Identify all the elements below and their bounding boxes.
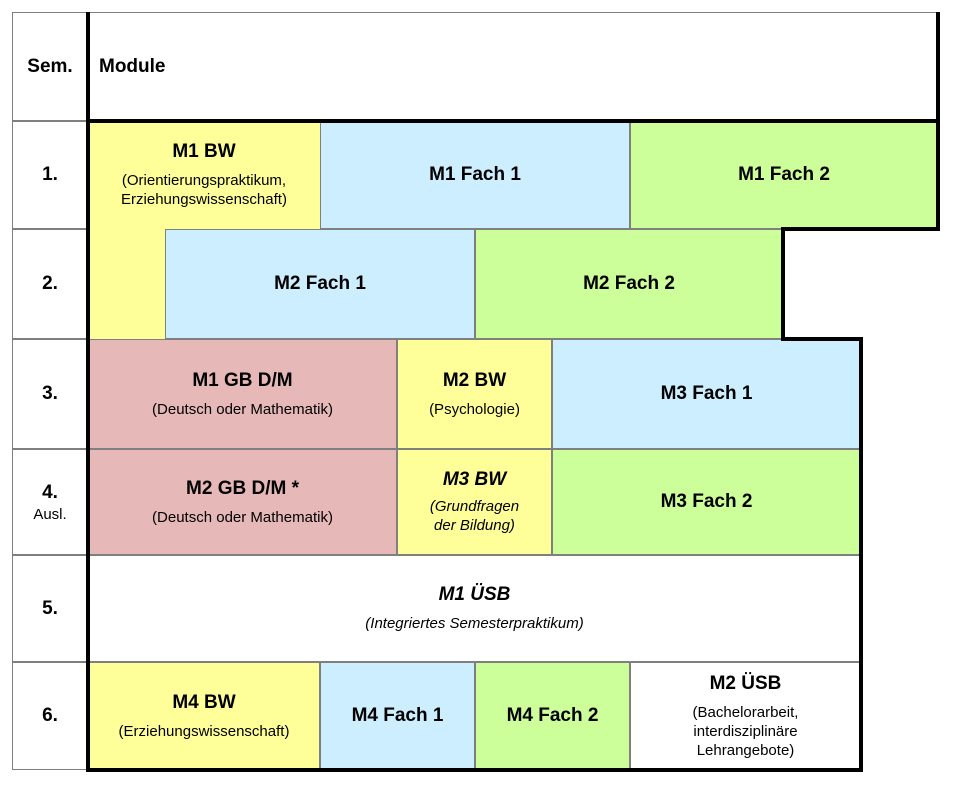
module-subtitle: (Integriertes Semesterpraktikum) [365,615,584,632]
semester-label: 5. [42,597,58,619]
module-m2-usb: M2 ÜSB (Bachelorarbeit, interdisziplinär… [630,662,861,770]
outline-step-sem2 [781,337,863,341]
semester-5-cell: 5. [12,555,88,662]
m1-bw-lower-strip [88,229,165,339]
module-subtitle: (Deutsch oder Mathematik) [152,400,333,418]
semester-abroad-note: Ausl. [33,505,67,523]
module-title: M1 Fach 2 [738,164,830,185]
module-m2-gb: M2 GB D/M * (Deutsch oder Mathematik) [88,449,397,555]
module-m3-fach2: M3 Fach 2 [552,449,861,555]
semester-label: 2. [42,273,58,294]
module-title: M4 Fach 2 [506,705,599,726]
module-title: M3 BW [442,469,507,490]
module-title: M1 ÜSB [438,584,511,605]
semester-label: 4. [42,481,58,503]
semester-3-cell: 3. [12,339,88,449]
module-m4-fach2: M4 Fach 2 [475,662,630,770]
module-title: M4 BW [172,691,236,713]
outline-bottom [86,768,863,772]
semester-label: 3. [42,383,58,404]
header-sem-label: Sem. [27,55,73,77]
module-subtitle: (Erziehungswissenschaft) [118,722,290,740]
outline-step-sem1 [781,227,940,231]
module-m3-fach1: M3 Fach 1 [552,339,861,449]
module-subtitle: (Grundfragen der Bildung) [429,498,520,534]
module-subtitle: (Psychologie) [429,400,520,418]
module-title: M1 BW [172,141,236,162]
module-title: M1 Fach 1 [429,164,521,185]
module-m4-fach1: M4 Fach 1 [320,662,475,770]
semester-1-cell: 1. [12,121,88,229]
module-m2-bw: M2 BW (Psychologie) [397,339,552,449]
outline-left [86,12,90,772]
header-sem-cell: Sem. [12,12,88,121]
outline-right-sem2 [781,227,785,341]
module-title: M2 BW [442,369,507,391]
module-m2-fach2: M2 Fach 2 [475,229,783,339]
module-title: M1 GB D/M [192,369,293,391]
semester-6-cell: 6. [12,662,88,770]
outline-right-sem1 [936,12,940,231]
module-title: M2 Fach 2 [583,273,675,294]
module-m4-bw: M4 BW (Erziehungswissenschaft) [88,662,320,770]
module-subtitle: (Orientierungspraktikum, Erziehungswisse… [121,172,287,208]
module-title: M3 Fach 2 [660,491,753,512]
semester-label: 6. [42,705,58,726]
semester-2-cell: 2. [12,229,88,339]
outline-header-bottom [86,119,940,123]
module-m1-bw: M1 BW (Orientierungspraktikum, Erziehung… [88,121,320,229]
module-m1-fach1: M1 Fach 1 [320,121,630,229]
module-m3-bw: M3 BW (Grundfragen der Bildung) [397,449,552,555]
module-title: M2 ÜSB [709,672,782,694]
module-title: M2 Fach 1 [274,273,366,294]
semester-label: 1. [42,164,58,185]
semester-4-cell: 4. Ausl. [12,449,88,555]
module-title: M3 Fach 1 [660,383,753,404]
module-m1-gb: M1 GB D/M (Deutsch oder Mathematik) [88,339,397,449]
module-subtitle: (Deutsch oder Mathematik) [152,508,333,526]
module-m1-fach2: M1 Fach 2 [630,121,938,229]
header-module-label: Module [99,55,166,77]
module-m2-fach1: M2 Fach 1 [165,229,475,339]
module-subtitle: (Bachelorarbeit, interdisziplinäre Lehra… [692,703,799,759]
header-module-cell: Module [88,12,938,121]
module-m1-usb: M1 ÜSB (Integriertes Semesterpraktikum) [88,555,861,662]
outline-right-lower [859,337,863,772]
module-title: M4 Fach 1 [351,705,444,726]
module-title: M2 GB D/M * [186,477,299,499]
